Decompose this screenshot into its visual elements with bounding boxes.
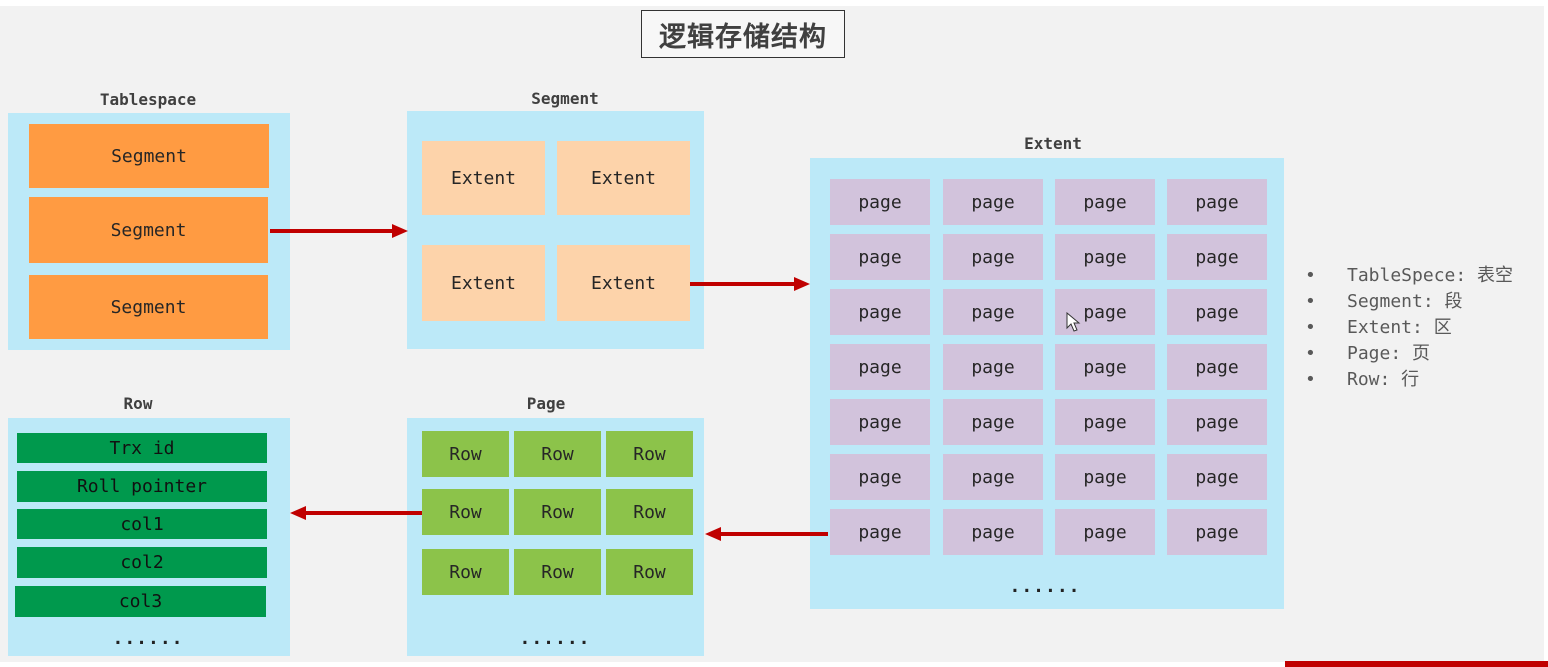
segment-label: Segment [531, 89, 599, 108]
segment-box: Segment [29, 275, 268, 339]
row-field: col3 [15, 586, 266, 617]
row-box: Row [422, 431, 509, 477]
arrow-tablespace-to-segment [270, 224, 408, 238]
arrow-extent-to-page [705, 527, 828, 541]
row-box: Row [422, 489, 509, 535]
row-box: Row [514, 489, 601, 535]
mouse-cursor-icon [1066, 312, 1081, 332]
segment-box: Segment [29, 197, 268, 263]
legend: • TableSpece: 表空 • Segment: 段 • Extent: 区 • Pag… [1305, 263, 1513, 393]
bullet-icon: • [1305, 291, 1316, 312]
legend-text: Extent: 区 [1347, 317, 1452, 338]
page-box: page [943, 234, 1043, 280]
page-box: page [830, 344, 930, 390]
bullet-icon: • [1305, 369, 1316, 390]
page-box: page [1055, 234, 1155, 280]
page-box: page [943, 179, 1043, 225]
segment-box: Segment [29, 124, 269, 188]
page-box: page [830, 179, 930, 225]
page-box: page [830, 509, 930, 555]
page-box: page [943, 509, 1043, 555]
legend-text: TableSpece: 表空 [1347, 265, 1514, 286]
row-box: Row [606, 489, 693, 535]
extent-panel: page page page page page page page page page page… [810, 158, 1284, 609]
diagram-title: 逻辑存储结构 [641, 10, 845, 58]
page-box: page [1055, 179, 1155, 225]
page-box: page [1167, 509, 1267, 555]
page-box: page [830, 399, 930, 445]
page-box: page [943, 344, 1043, 390]
tablespace-panel: Segment Segment Segment [8, 113, 290, 350]
row-field: col1 [17, 509, 267, 539]
row-box: Row [606, 549, 693, 595]
legend-item: • TableSpece: 表空 [1305, 263, 1513, 289]
page-ellipsis: ...... [519, 628, 591, 649]
row-field: Trx id [17, 433, 267, 463]
page-box: page [943, 289, 1043, 335]
extent-box: Extent [557, 141, 690, 215]
segment-panel: Extent Extent Extent Extent [407, 111, 704, 349]
extent-ellipsis: ...... [1009, 576, 1081, 597]
row-panel: Trx id Roll pointer col1 col2 col3 .....… [8, 418, 290, 656]
legend-item: • Page: 页 [1305, 341, 1513, 367]
page-box: page [1167, 234, 1267, 280]
row-field: col2 [17, 547, 267, 578]
page-box: page [1167, 399, 1267, 445]
tablespace-label: Tablespace [99, 90, 197, 109]
extent-box: Extent [422, 245, 545, 321]
page-box: page [1167, 454, 1267, 500]
row-box: Row [514, 431, 601, 477]
legend-item: • Segment: 段 [1305, 289, 1513, 315]
bullet-icon: • [1305, 265, 1316, 286]
row-box: Row [514, 549, 601, 595]
bullet-icon: • [1305, 317, 1316, 338]
page-box: page [830, 454, 930, 500]
page-label: Page [526, 394, 566, 413]
extent-label: Extent [1024, 134, 1082, 153]
arrow-page-to-row [290, 506, 422, 520]
page-box: page [830, 289, 930, 335]
page-box: page [1167, 344, 1267, 390]
legend-text: Row: 行 [1347, 369, 1420, 390]
page-box: page [830, 234, 930, 280]
page-box: page [943, 454, 1043, 500]
legend-text: Segment: 段 [1347, 291, 1463, 312]
bottom-accent-bar [1285, 661, 1548, 667]
page-box: page [1167, 179, 1267, 225]
row-field: Roll pointer [17, 471, 267, 502]
arrow-segment-to-extent [690, 277, 810, 291]
page-box: page [1055, 509, 1155, 555]
page-box: page [943, 399, 1043, 445]
row-ellipsis: ...... [112, 628, 184, 649]
row-label: Row [123, 394, 153, 413]
legend-item: • Row: 行 [1305, 367, 1513, 393]
bullet-icon: • [1305, 343, 1316, 364]
row-box: Row [422, 549, 509, 595]
legend-item: • Extent: 区 [1305, 315, 1513, 341]
extent-box: Extent [557, 245, 690, 321]
page-box: page [1055, 289, 1155, 335]
page-box: page [1055, 454, 1155, 500]
legend-text: Page: 页 [1347, 343, 1431, 364]
page-box: page [1055, 399, 1155, 445]
page-box: page [1055, 344, 1155, 390]
page-box: page [1167, 289, 1267, 335]
row-box: Row [606, 431, 693, 477]
extent-box: Extent [422, 141, 545, 215]
